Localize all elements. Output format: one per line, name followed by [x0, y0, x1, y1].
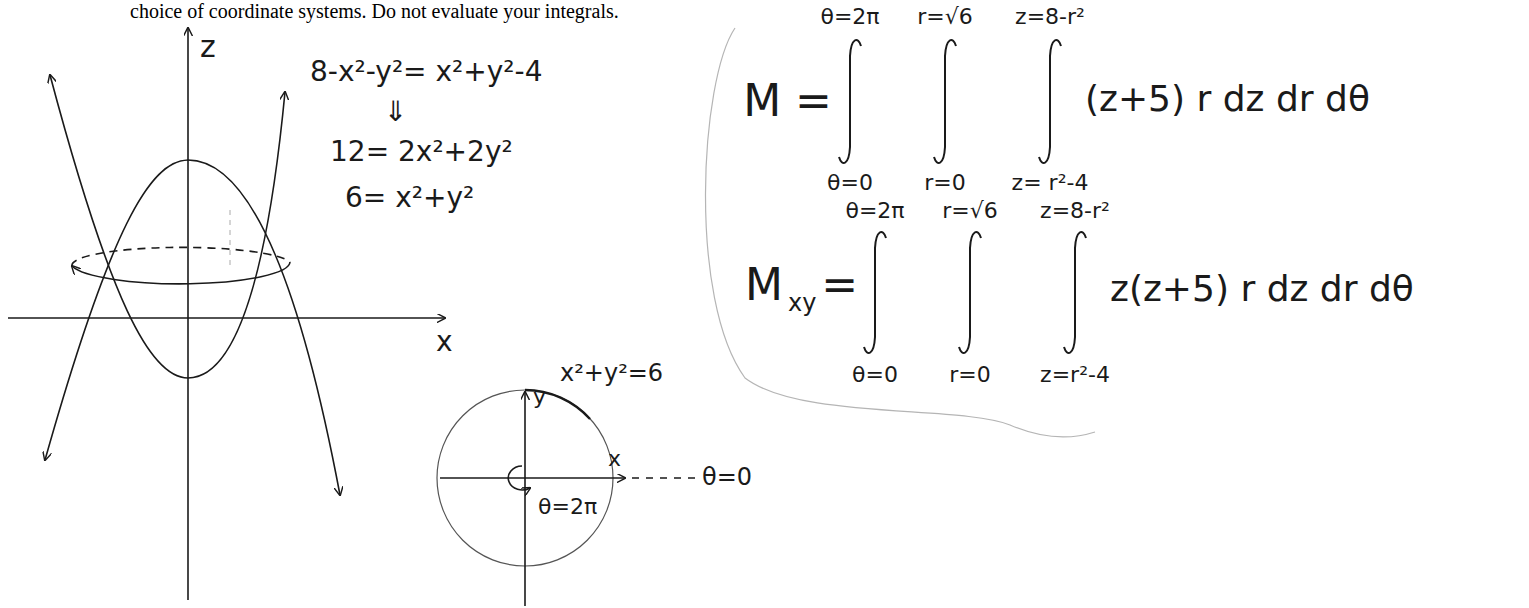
integrand: (z+5) r dz dr dθ — [1085, 78, 1370, 119]
integral-limit: z=8-r² — [1040, 198, 1110, 223]
integral-sign — [839, 40, 861, 163]
axis-label: y — [533, 384, 546, 409]
integral-limit: θ=2π — [820, 4, 879, 29]
downward-paraboloid — [45, 160, 340, 495]
pencil-line — [230, 205, 231, 265]
integrand: z(z+5) r dz dr dθ — [1110, 268, 1414, 309]
subscript: xy — [788, 290, 816, 318]
equation: 8-x²-y²= x²+y²-4 — [310, 56, 542, 88]
axis-label: z — [200, 30, 216, 65]
integral-sign — [934, 40, 956, 163]
instruction-text: choice of coordinate systems. Do not eva… — [130, 0, 619, 23]
integral-limit: r=√6 — [917, 4, 973, 29]
integral-limit: r=0 — [949, 362, 990, 387]
integral-sign — [1064, 232, 1086, 353]
z-axis — [187, 28, 189, 600]
rotation-arrow — [508, 466, 530, 490]
integral-limit: θ=0 — [852, 362, 898, 387]
scribble-boundary — [705, 28, 1095, 437]
integral-limit: z=r²-4 — [1040, 362, 1110, 387]
integral-limit: θ=2π — [845, 198, 904, 223]
equals-sign: = — [821, 260, 858, 311]
integral-limit: r=0 — [924, 170, 965, 195]
implies-arrow: ⇓ — [384, 96, 407, 128]
equation: 12= 2x²+2y² — [330, 136, 513, 168]
integral-limit: r=√6 — [942, 198, 998, 223]
equation: 6= x²+y² — [345, 182, 474, 214]
integral-limit: θ=0 — [827, 170, 873, 195]
theta-ray — [632, 477, 695, 479]
integral-sign — [864, 232, 886, 353]
x-axis — [8, 317, 445, 319]
axis-label: x — [608, 446, 621, 471]
angle-label: θ=2π — [538, 494, 597, 519]
upward-paraboloid — [50, 75, 285, 378]
y-axis — [524, 392, 526, 606]
intersection-front — [72, 262, 290, 284]
integral-sign — [959, 232, 981, 353]
axis-label: x — [436, 326, 453, 358]
moment-symbol: M — [745, 260, 783, 311]
integral-sign — [1039, 40, 1061, 163]
angle-label: θ=0 — [702, 464, 752, 492]
intersection-back — [72, 247, 290, 266]
x-axis-small — [440, 477, 625, 479]
integral-limit: z=8-r² — [1015, 4, 1085, 29]
integral-limit: z= r²-4 — [1012, 170, 1089, 195]
circle-equation: x²+y²=6 — [560, 360, 663, 388]
mass-symbol: M = — [743, 76, 832, 127]
